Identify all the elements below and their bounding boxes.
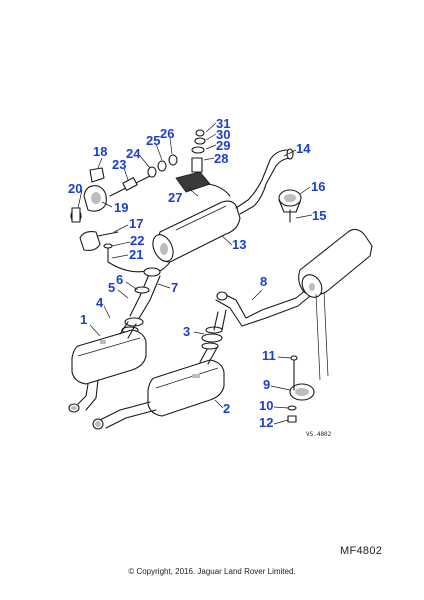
callout-13: 13	[232, 237, 246, 252]
rubber-mounting	[70, 167, 107, 223]
callout-28: 28	[214, 151, 228, 166]
hanger-bracket	[175, 129, 231, 197]
tailpipe	[286, 148, 294, 160]
callout-1: 1	[80, 312, 87, 327]
callout-3: 3	[183, 324, 190, 339]
callout-15: 15	[312, 208, 326, 223]
callout-31: 31	[216, 116, 230, 131]
callout-11: 11	[262, 348, 276, 363]
central-silencer	[152, 149, 293, 273]
callout-23: 23	[112, 157, 126, 172]
callout-21: 21	[129, 247, 143, 262]
callout-29: 29	[216, 138, 230, 153]
diagram-reference: VS.4802	[306, 431, 332, 438]
callout-22: 22	[130, 233, 144, 248]
callout-7: 7	[171, 280, 178, 295]
mounting-stud	[109, 154, 178, 197]
callout-26: 26	[160, 126, 174, 141]
rear-silencer	[298, 228, 373, 381]
callout-16: 16	[311, 179, 325, 194]
callout-8: 8	[260, 274, 267, 289]
copyright-notice: © Copyright, 2016. Jaguar Land Rover Lim…	[128, 567, 296, 576]
callout-30: 30	[216, 127, 230, 142]
callout-18: 18	[93, 144, 107, 159]
callout-24: 24	[126, 146, 141, 161]
callout-25: 25	[146, 133, 160, 148]
callout-9: 9	[263, 377, 270, 392]
callout-4: 4	[96, 295, 104, 310]
intermediate-pipe	[213, 289, 311, 331]
pipe-clamp	[278, 189, 302, 223]
front-silencer-left	[68, 321, 147, 413]
callout-20: 20	[68, 181, 82, 196]
flange-joint	[201, 326, 223, 350]
callout-10: 10	[259, 398, 273, 413]
callout-5: 5	[108, 280, 115, 295]
leader-lines	[77, 122, 313, 425]
callout-27: 27	[168, 190, 182, 205]
rear-clamp	[287, 355, 315, 423]
callout-2: 2	[223, 401, 230, 416]
callout-14: 14	[296, 141, 311, 156]
callout-12: 12	[259, 415, 273, 430]
callout-labels: 1 2 3 4 5 6 7 8 9 10 11 12 13 14 15 16 1…	[68, 116, 326, 430]
front-silencer-right	[92, 343, 225, 430]
callout-6: 6	[116, 272, 123, 287]
callout-17: 17	[129, 216, 143, 231]
figure-code: MF4802	[340, 545, 383, 557]
callout-19: 19	[114, 200, 128, 215]
